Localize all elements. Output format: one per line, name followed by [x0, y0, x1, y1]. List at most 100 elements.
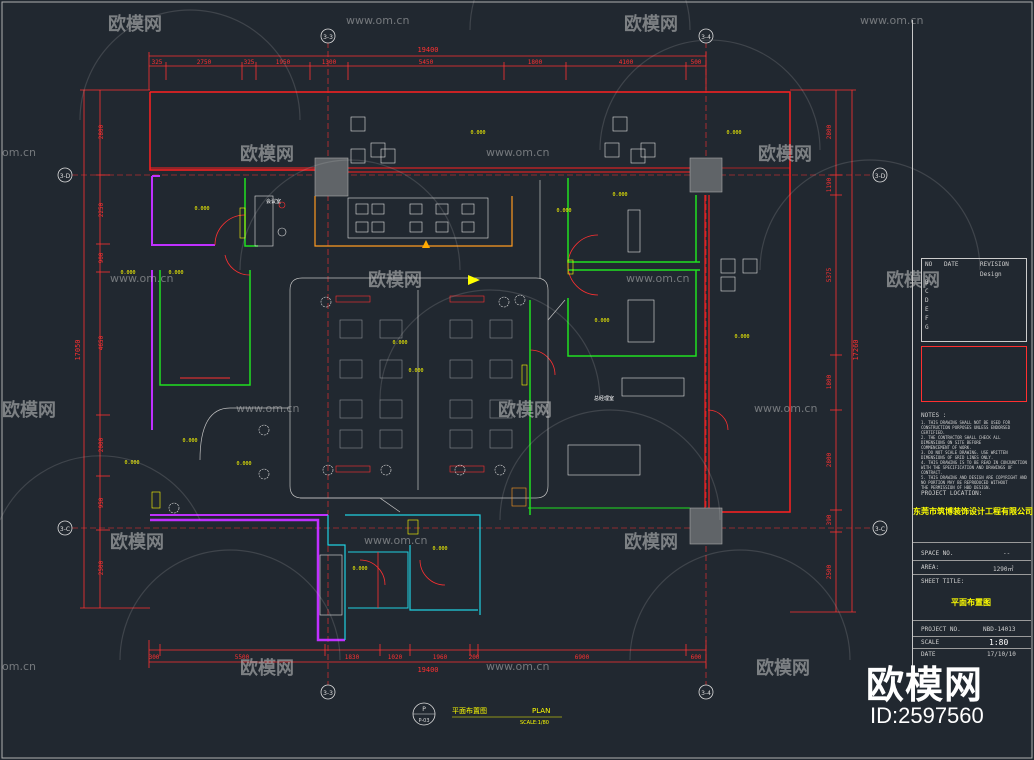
- space-no-value: --: [1003, 550, 1011, 557]
- plant-icon: [380, 464, 392, 476]
- level-marks: 0.000 0.000 0.000 0.000 0.000 0.000 0.000 0.000…: [120, 130, 749, 572]
- outer-walls: [149, 91, 791, 513]
- rev-date-header: DATE: [944, 261, 959, 268]
- note-line: CONTRACT.: [921, 470, 943, 475]
- workstation-seat: [379, 429, 403, 449]
- lounge-chair: [380, 148, 396, 164]
- level-mark: 0.000: [120, 270, 135, 276]
- workstation-seat: [339, 319, 363, 339]
- workstation-seat: [449, 319, 473, 339]
- left-office-walls: [151, 175, 258, 430]
- note-line: THE PERMISSION OF HBD DESIGN.: [921, 485, 991, 490]
- level-mark: 0.000: [352, 566, 367, 572]
- bottom-segment-label: 1830: [345, 654, 360, 661]
- left-total-dimension: 17050: [74, 339, 82, 360]
- workstation-desk: [335, 465, 371, 473]
- top-dimension-group: [148, 52, 707, 90]
- notes-label: NOTES :: [921, 412, 947, 419]
- level-mark: 0.000: [470, 130, 485, 136]
- watermark-logo: 欧模网: [368, 270, 422, 291]
- watermark-logo: 欧模网: [2, 400, 56, 421]
- room-label-meeting: 会议室: [266, 198, 281, 205]
- area-label: AREA:: [921, 564, 940, 571]
- lounge-chair: [742, 258, 758, 274]
- room-label-reception: 总经理室: [594, 395, 614, 402]
- left-segment-label: 2250: [98, 202, 105, 217]
- watermark-logo: 欧模网: [240, 144, 294, 165]
- level-mark: 0.000: [236, 461, 251, 467]
- bottom-segment-label: 1960: [433, 654, 448, 661]
- workstation-seat: [339, 429, 363, 449]
- right-segment-label: 1800: [826, 374, 833, 389]
- top-segment-label: 500: [691, 59, 702, 66]
- plant-icon: [258, 424, 270, 436]
- left-segment-label: 2800: [98, 124, 105, 139]
- lounge-chair: [720, 258, 736, 274]
- stamp-box: [921, 346, 1027, 402]
- plant-icon: [494, 464, 506, 476]
- workstation-desk: [449, 465, 485, 473]
- plant-icon: [322, 464, 334, 476]
- watermark-logo: 欧模网: [624, 14, 678, 35]
- level-mark: 0.000: [594, 318, 609, 324]
- rev-letter: C: [925, 288, 929, 295]
- note-line: CONSTRUCTION PURPOSES UNLESS ENDORSED: [921, 425, 1011, 430]
- grid-axes: [72, 42, 880, 690]
- grid-label-left-lower: 3-C: [60, 526, 70, 533]
- right-segment-label: 1190: [826, 177, 833, 192]
- level-mark: 0.000: [182, 438, 197, 444]
- left-segment-label: 2000: [98, 437, 105, 452]
- note-line: 1. THIS DRAWING SHALL NOT BE USED FOR: [921, 420, 1011, 425]
- note-line: 4. THIS DRAWING IS TO BE READ IN CONJUNC…: [921, 460, 1027, 465]
- grid-bubbles: 3-3 3-4 3-D 3-D 3-C 3-C 3-3 3-4: [57, 28, 888, 700]
- lounge-chair: [612, 116, 628, 132]
- note-line: 5. THIS DRAWING AND DESIGN ARE COPYRIGHT…: [921, 475, 1027, 480]
- watermark-url: www.om.cn: [626, 272, 690, 285]
- plant-icon: [454, 464, 466, 476]
- right-segment-label: 2800: [826, 124, 833, 139]
- meeting-table: [347, 197, 489, 239]
- grid-label-top-left: 3-3: [323, 34, 333, 41]
- top-segment-label: 1800: [528, 59, 543, 66]
- note-line: COMMENCEMENT OF WORK.: [921, 445, 972, 450]
- right-office-walls: [567, 178, 700, 357]
- watermark-id: ID:2597560: [870, 703, 984, 728]
- workstation-seat: [339, 399, 363, 419]
- rev-letter: F: [925, 315, 929, 322]
- project-no-value: NBD-14013: [983, 626, 1016, 633]
- rev-revision-header: REVISION: [980, 261, 1009, 268]
- right-segment-label: 390: [826, 514, 833, 525]
- grid-label-right-upper: 3-D: [875, 173, 886, 180]
- lounge-seating: [350, 116, 758, 292]
- rev-letter: B: [925, 279, 929, 286]
- right-office-furniture: [567, 209, 685, 476]
- lounge-chair: [370, 142, 386, 158]
- project-location-label: PROJECT LOCATION:: [921, 490, 983, 497]
- note-line: NO PORTION MAY BE REPRODUCED WITHOUT: [921, 480, 1008, 485]
- right-dimension-group: [790, 89, 856, 613]
- grid-label-left-upper: 3-D: [60, 173, 71, 180]
- lounge-chair: [630, 148, 646, 164]
- workstation-seat: [489, 429, 513, 449]
- plan-code-bottom: P-03: [418, 718, 429, 724]
- bottom-segment-label: 600: [691, 654, 702, 661]
- plant-icon: [168, 502, 180, 514]
- level-mark: 0.000: [734, 334, 749, 340]
- watermark-url: www.om.cn: [236, 402, 300, 415]
- bottom-total-dimension: 19400: [417, 666, 438, 674]
- sheet-title: 平面布置图: [951, 598, 991, 607]
- entry-marker: [422, 240, 430, 248]
- level-mark: 0.000: [612, 192, 627, 198]
- workstations: [335, 295, 513, 473]
- structural-columns: [314, 157, 723, 545]
- lounge-chair: [604, 142, 620, 158]
- grid-label-bottom-left: 3-3: [323, 690, 333, 697]
- plant-symbols: [168, 294, 526, 514]
- bottom-segment-label: 1020: [388, 654, 403, 661]
- date-value: 17/10/10: [987, 651, 1016, 658]
- rev-no-header: NO: [925, 261, 933, 268]
- meeting-room-walls: [314, 196, 513, 247]
